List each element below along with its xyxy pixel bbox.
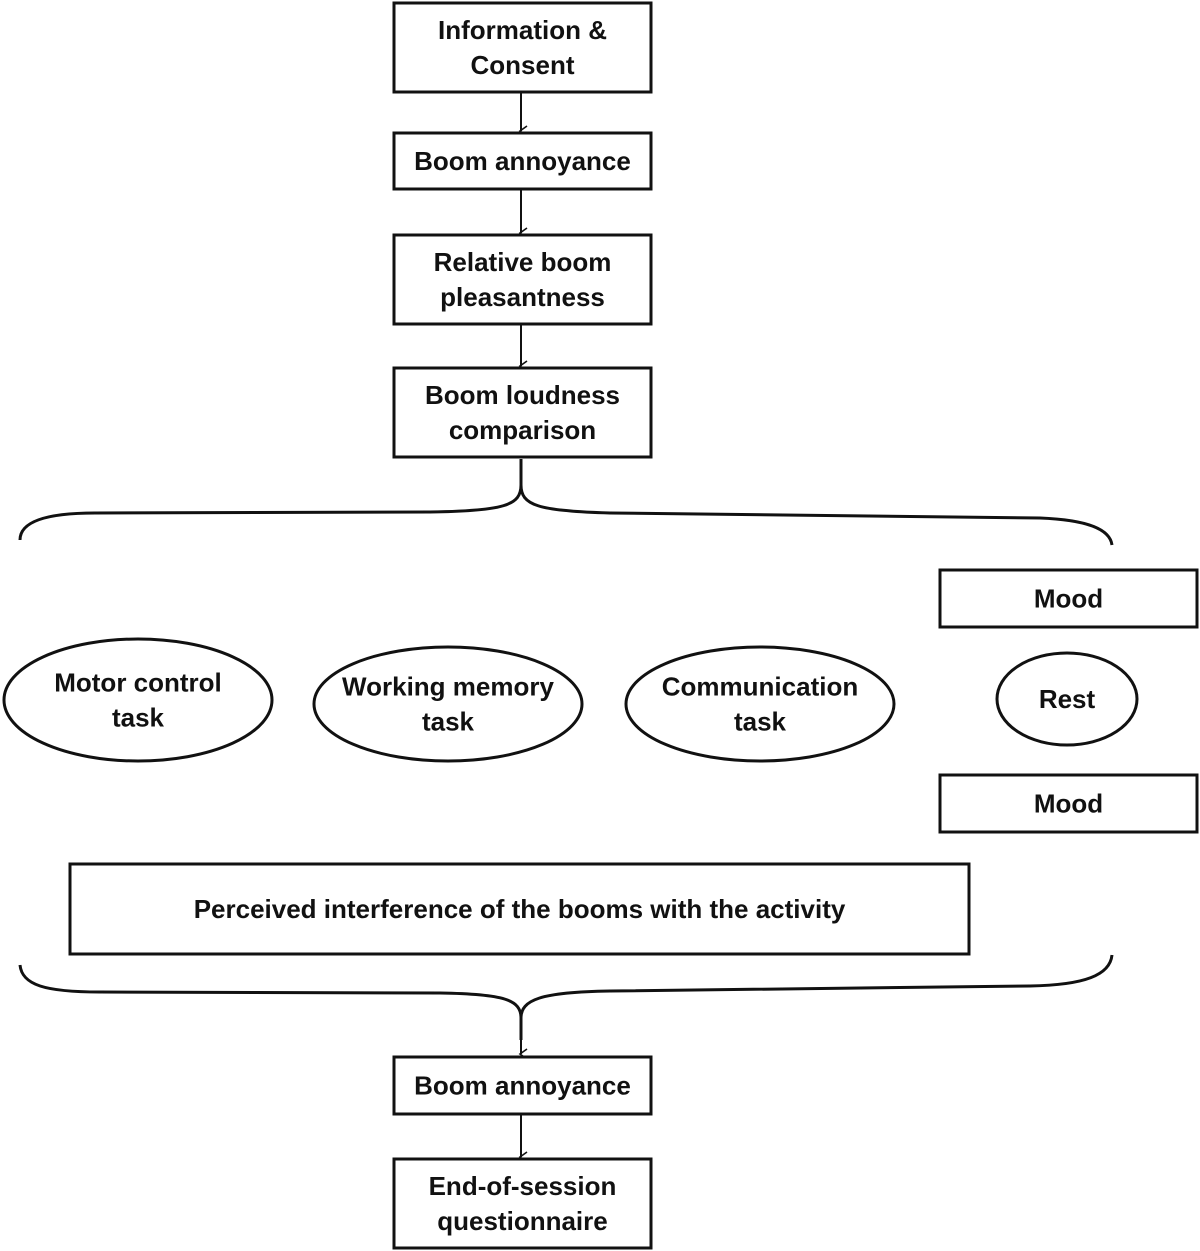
node-label-line: Working memory [342,672,554,702]
node-label-line: Information & [438,15,607,45]
node-label-line: Mood [1034,584,1103,614]
node-label-line: questionnaire [437,1206,607,1236]
step-end-questionnaire-box [392,1157,653,1250]
node-label-line: Communication [662,672,858,702]
activity-motor-control: Motor control task [2,637,274,763]
activity-motor-control-ellipse [2,637,274,763]
mood-before-box [938,568,1199,629]
node-label-line: Boom loudness [425,380,620,410]
mood-after: Mood [938,773,1199,834]
lower-brace [18,964,523,1040]
node-label-line: Boom annoyance [414,1071,631,1101]
upper-brace-right [519,484,1114,546]
node-label-line: Perceived interference of the booms with… [194,894,846,924]
step-loudness-comparison-box [392,366,653,459]
step-boom-annoyance-1: Boom annoyance [392,131,653,191]
node-label-line: pleasantness [440,282,605,312]
step-info-box [392,1,653,94]
node-label-line: Mood [1034,789,1103,819]
step-info: Information & Consent [392,1,653,94]
activity-working-memory-ellipse [312,645,584,763]
activity-working-memory: Working memory task [312,645,584,763]
mood-before: Mood [938,568,1199,629]
interference-question-box [68,862,971,956]
node-label-line: Relative boom [434,247,612,277]
step-relative-pleasantness: Relative boom pleasantness [392,233,653,326]
activity-rest-ellipse [995,651,1139,747]
activity-communication: Communication task [624,645,896,763]
step-end-questionnaire: End-of-session questionnaire [392,1157,653,1250]
connector-layer [18,93,1114,1163]
node-label-line: task [422,707,475,737]
interference-question: Perceived interference of the booms with… [68,862,971,956]
step-boom-annoyance-2-box [392,1055,653,1116]
node-label-line: task [112,703,165,733]
step-boom-annoyance-1-box [392,131,653,191]
node-label-line: Motor control [54,668,222,698]
upper-brace [18,459,523,541]
node-label-line: task [734,707,787,737]
node-label-line: End-of-session [429,1171,617,1201]
activity-rest: Rest [995,651,1139,747]
activity-communication-ellipse [624,645,896,763]
lower-brace-right [519,954,1114,1019]
mood-after-box [938,773,1199,834]
node-label-line: Consent [471,50,575,80]
node-label-line: Boom annoyance [414,146,631,176]
step-loudness-comparison: Boom loudness comparison [392,366,653,459]
node-label-line: Rest [1039,684,1096,714]
step-boom-annoyance-2: Boom annoyance [392,1055,653,1116]
step-relative-pleasantness-box [392,233,653,326]
node-label-line: comparison [449,415,596,445]
